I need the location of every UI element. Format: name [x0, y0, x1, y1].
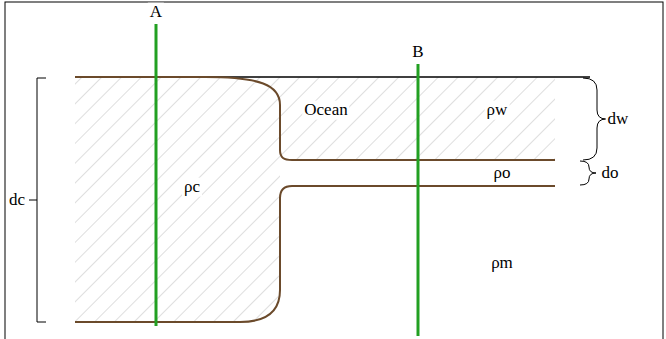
- density-label: ρm: [489, 254, 515, 273]
- bracket: [580, 161, 596, 185]
- frame: [5, 2, 663, 339]
- region-label: Ocean: [302, 101, 349, 120]
- thickness-label: do: [600, 164, 621, 183]
- ocean-hatch: [205, 77, 555, 160]
- thickness-label: dw: [606, 110, 631, 129]
- column-label: A: [148, 3, 164, 22]
- bracket: [29, 78, 46, 322]
- continent-hatch: [75, 77, 280, 322]
- density-label: ρo: [492, 164, 513, 183]
- thickness-label: dc: [7, 191, 27, 210]
- density-label: ρw: [485, 101, 510, 120]
- crust-top-outline: [75, 77, 555, 160]
- density-label: ρc: [182, 178, 202, 197]
- crust-bottom-outline: [75, 186, 555, 322]
- column-line: [155, 24, 158, 326]
- column-line: [417, 64, 420, 336]
- bracket: [583, 78, 606, 160]
- column-label: B: [410, 43, 425, 62]
- sea-surface: [205, 76, 590, 77]
